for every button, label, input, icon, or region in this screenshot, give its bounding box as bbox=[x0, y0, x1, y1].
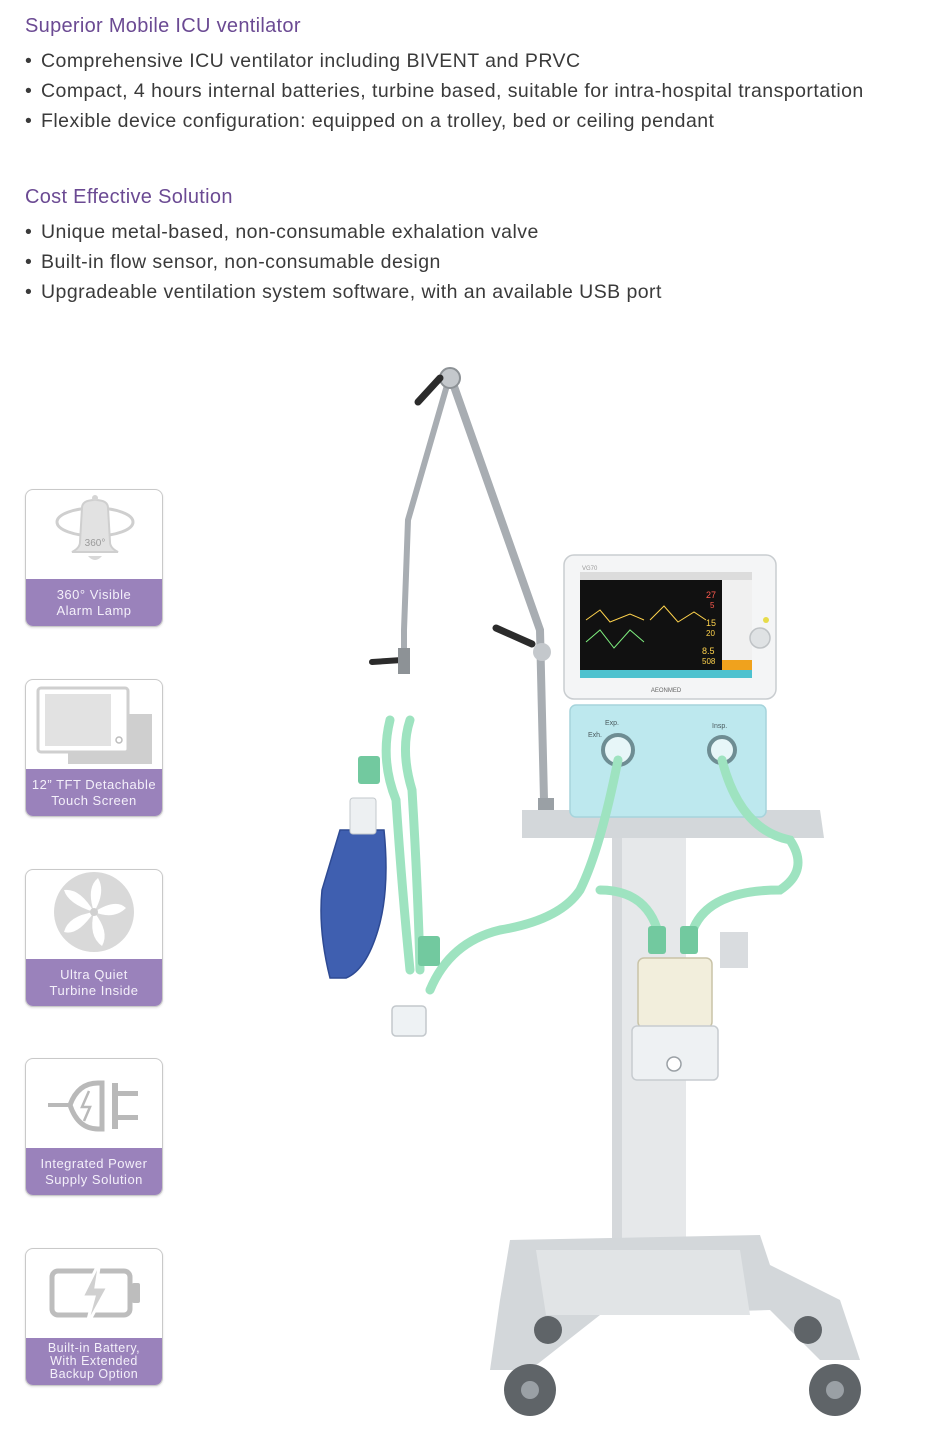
bullet-item: • Upgradeable ventilation system software… bbox=[25, 277, 662, 307]
alarm-360-text: 360° bbox=[85, 538, 106, 549]
y-piece bbox=[391, 1005, 427, 1037]
bullet-text: Built-in flow sensor, non-consumable des… bbox=[41, 251, 441, 273]
bullet-dot: • bbox=[25, 221, 33, 243]
port-label-exh: Exh. bbox=[588, 732, 602, 739]
touch-screen-icon bbox=[26, 680, 162, 768]
feature-card-power: Integrated Power Supply Solution bbox=[25, 1058, 163, 1196]
feature-label: Integrated Power Supply Solution bbox=[26, 1148, 162, 1195]
screen-value: 15 bbox=[706, 618, 716, 628]
section-cost-effective: Cost Effective Solution • Unique metal-ba… bbox=[25, 186, 662, 307]
feature-card-turbine: Ultra Quiet Turbine Inside bbox=[25, 869, 163, 1007]
bullet-text: Unique metal-based, non-consumable exhal… bbox=[41, 221, 539, 243]
bullet-text: Comprehensive ICU ventilator including B… bbox=[41, 50, 581, 72]
bullet-text: Flexible device configuration: equipped … bbox=[41, 110, 715, 132]
feature-card-touch-screen: 12” TFT Detachable Touch Screen bbox=[25, 679, 163, 817]
port-label-insp: Insp. bbox=[712, 723, 727, 730]
bullet-dot: • bbox=[25, 110, 33, 132]
bullet-text: Upgradeable ventilation system software,… bbox=[41, 281, 662, 303]
bullet-list: • Unique metal-based, non-consumable exha… bbox=[25, 217, 662, 307]
feature-label: 12” TFT Detachable Touch Screen bbox=[26, 769, 162, 816]
screen-value: 508 bbox=[702, 657, 716, 666]
bullet-dot: • bbox=[25, 80, 33, 102]
screen-value: 20 bbox=[706, 629, 715, 638]
port-label-exp: Exp. bbox=[605, 720, 619, 727]
bullet-item: • Unique metal-based, non-consumable exha… bbox=[25, 217, 662, 247]
screen-value: 27 bbox=[706, 590, 716, 600]
feature-card-battery: Built-in Battery, With Extended Backup O… bbox=[25, 1248, 163, 1386]
bullet-text: Compact, 4 hours internal batteries, tur… bbox=[41, 80, 864, 102]
resuscitation-bag bbox=[320, 829, 387, 979]
feature-label: Ultra Quiet Turbine Inside bbox=[26, 959, 162, 1006]
feature-label: Built-in Battery, With Extended Backup O… bbox=[26, 1338, 162, 1385]
bullet-list: • Comprehensive ICU ventilator including … bbox=[25, 46, 864, 136]
section-superior-mobile: Superior Mobile ICU ventilator • Comprehe… bbox=[25, 15, 864, 136]
tube-connectors bbox=[358, 756, 698, 966]
bullet-item: • Compact, 4 hours internal batteries, tu… bbox=[25, 76, 864, 106]
breathing-tubes bbox=[381, 715, 803, 995]
support-arm bbox=[369, 367, 554, 818]
alarm-bell-icon: 360° bbox=[26, 490, 162, 578]
ventilator-illustration: Exp. Insp. Exh. 27 5 15 20 8.5 508 VG70 … bbox=[320, 367, 861, 1416]
bag-valve bbox=[349, 797, 377, 835]
bullet-dot: • bbox=[25, 281, 33, 303]
section-title: Superior Mobile ICU ventilator bbox=[25, 15, 301, 37]
bullet-item: • Flexible device configuration: equipped… bbox=[25, 106, 864, 136]
bullet-item: • Comprehensive ICU ventilator including … bbox=[25, 46, 864, 76]
bullet-item: • Built-in flow sensor, non-consumable de… bbox=[25, 247, 662, 277]
device-model: VG70 bbox=[582, 566, 598, 572]
device-brand: AEONMED bbox=[651, 688, 682, 694]
bullet-dot: • bbox=[25, 50, 33, 72]
feature-label: 360° Visible Alarm Lamp bbox=[26, 579, 162, 626]
feature-card-alarm-lamp: 360° 360° Visible Alarm Lamp bbox=[25, 489, 163, 627]
turbine-icon bbox=[26, 870, 162, 958]
ventilator-unit: Exp. Insp. Exh. 27 5 15 20 8.5 508 VG70 … bbox=[563, 554, 777, 818]
screen-value: 8.5 bbox=[702, 646, 715, 656]
battery-icon bbox=[26, 1249, 162, 1337]
trolley-stand bbox=[490, 810, 861, 1416]
screen-value: 5 bbox=[710, 601, 715, 610]
power-plug-icon bbox=[26, 1059, 162, 1147]
humidifier bbox=[631, 932, 748, 1081]
bullet-dot: • bbox=[25, 251, 33, 273]
section-title: Cost Effective Solution bbox=[25, 186, 233, 208]
